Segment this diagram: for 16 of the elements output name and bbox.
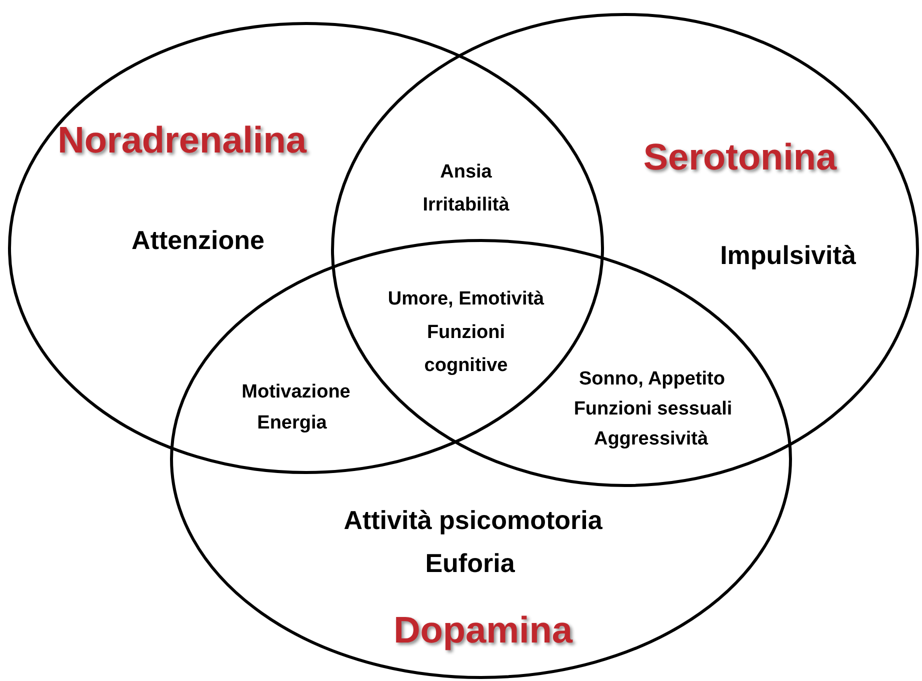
overlap-label: Energia xyxy=(257,412,327,436)
circle-title: Noradrenalina xyxy=(58,122,306,158)
overlap-label: Motivazione xyxy=(242,380,350,404)
circle-text: Attenzione xyxy=(132,227,264,253)
circle-title: Serotonina xyxy=(643,138,837,176)
circle-text: Euforia xyxy=(425,550,515,576)
circle-text: Impulsività xyxy=(720,242,856,268)
overlap-label: Umore, Emotività xyxy=(388,288,544,312)
overlap-label: Funzioni cognitive xyxy=(423,321,509,378)
circle-title: Dopamina xyxy=(394,612,572,648)
overlap-label: Ansia xyxy=(440,160,492,184)
overlap-label: Irritabilità xyxy=(422,194,510,218)
overlap-label: Funzioni sessuali xyxy=(574,398,732,422)
overlap-label: Aggressività xyxy=(594,428,708,452)
overlap-label: Sonno, Appetito xyxy=(579,368,725,392)
circle-text: Attività psicomotoria xyxy=(344,507,602,533)
